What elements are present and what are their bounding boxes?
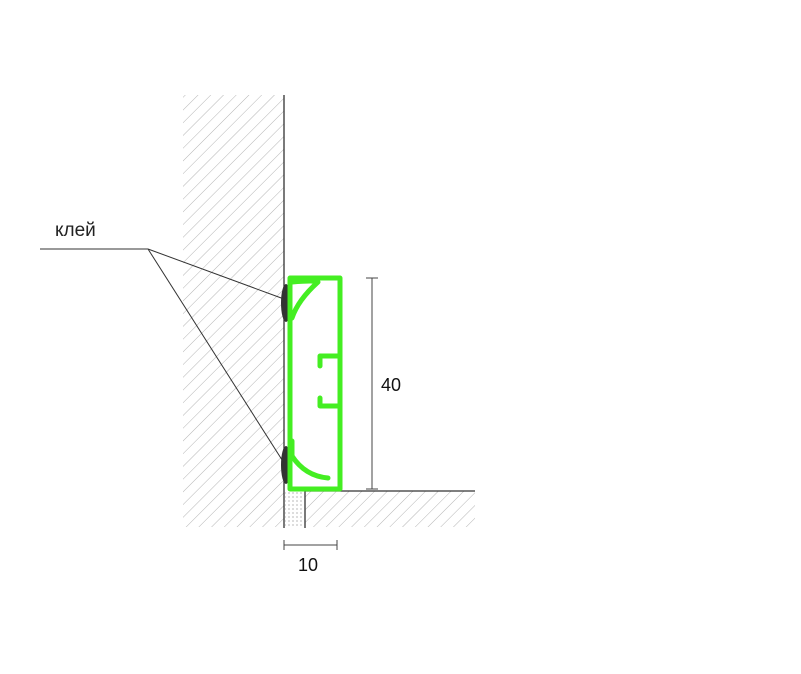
leader-to-top-glue — [147, 248, 285, 300]
height-dimension — [366, 277, 378, 490]
profile-inner-hook-upper — [317, 353, 343, 369]
gap-filler — [285, 492, 304, 527]
skirting-profile — [287, 275, 343, 492]
profile-outline — [287, 275, 343, 492]
gap-dimension-value: 10 — [298, 555, 318, 575]
leader-to-bottom-glue — [147, 248, 285, 464]
wall — [183, 95, 285, 528]
gap-dimension — [283, 540, 338, 550]
floor — [304, 490, 475, 528]
wall-hatch — [183, 95, 284, 527]
profile-inner-hook-lower — [317, 395, 343, 409]
profile-top-lip — [289, 278, 321, 321]
floor-hatch — [305, 491, 475, 527]
glue-leader — [40, 248, 285, 464]
glue-label: клей — [55, 220, 96, 241]
profile-bottom-lip — [289, 438, 331, 481]
height-dimension-value: 40 — [381, 375, 401, 395]
